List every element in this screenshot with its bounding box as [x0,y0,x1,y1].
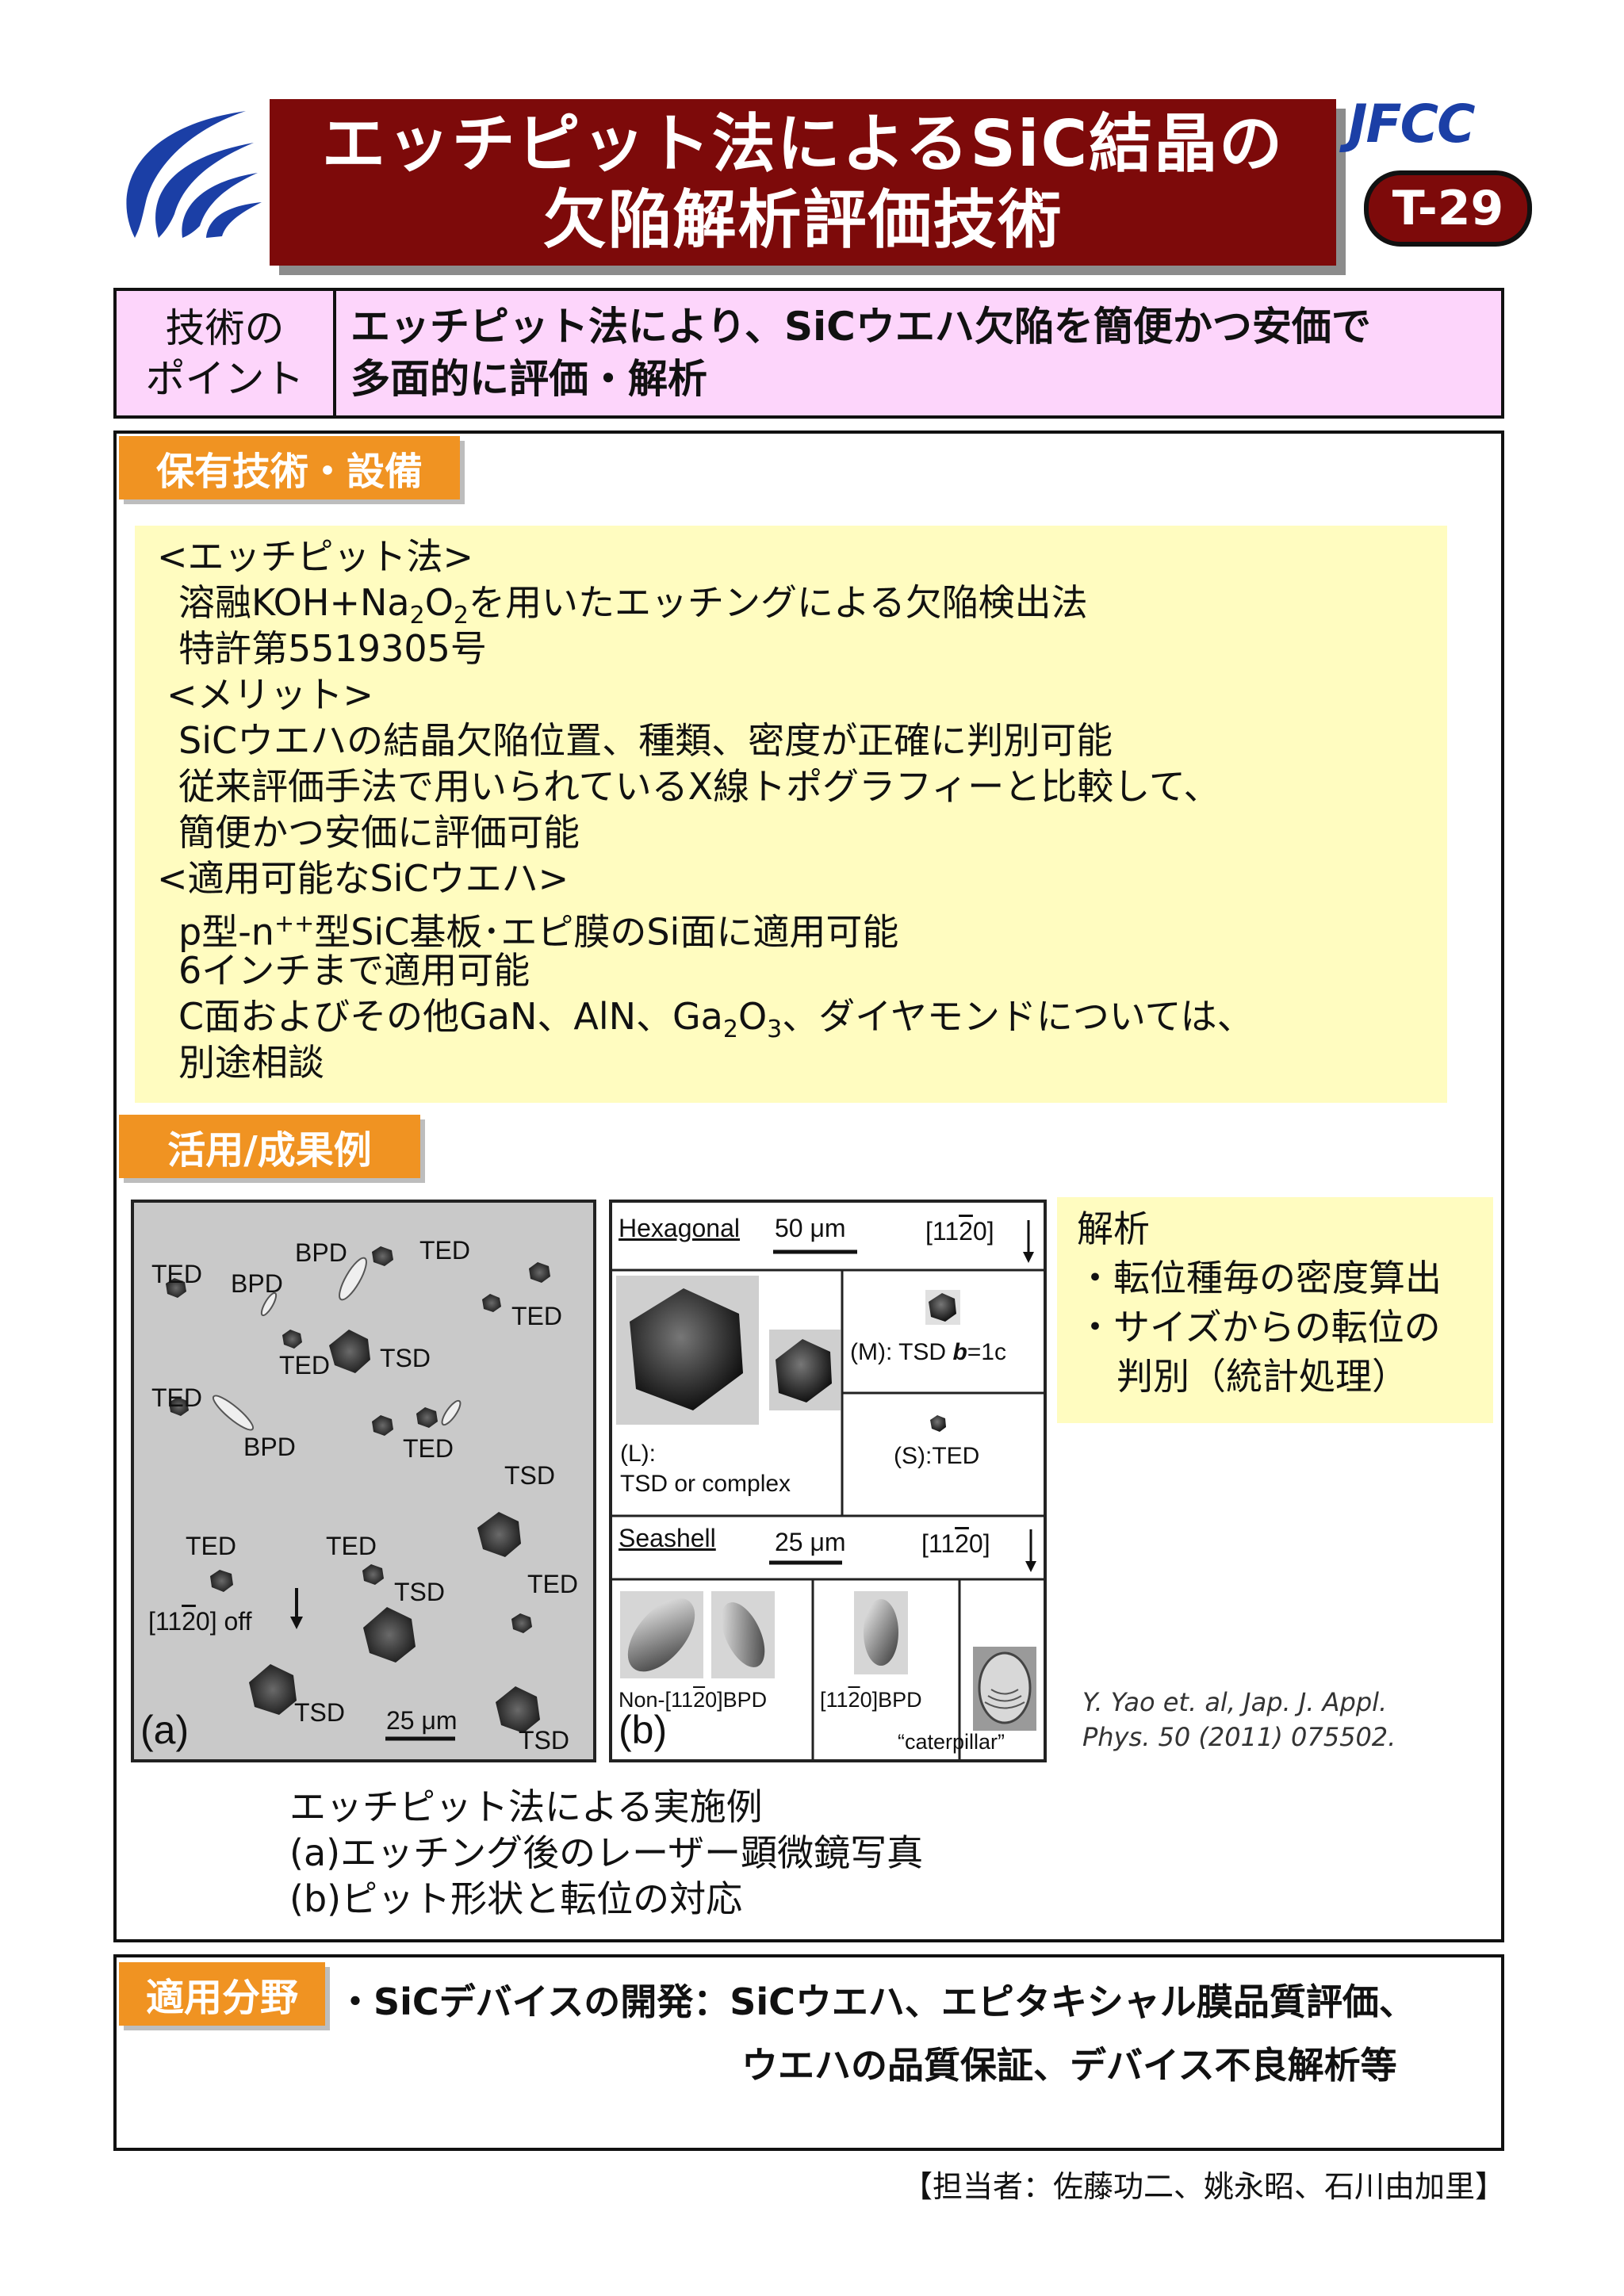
merit-heading: <メリット> [167,673,374,716]
tsd-label: TSD [394,1578,445,1606]
ted-label: TED [279,1351,330,1380]
l-pit-label-line2: TSD or complex [620,1471,791,1497]
ted-label: TED [419,1236,470,1265]
hex-direction-label: [1120] [925,1217,994,1246]
tech-point-text-line2: 多面的に評価・解析 [350,356,707,402]
figure-b-pit-classification: Hexagonal 50 μm [1120] (M): TSD b=1c (L)… [609,1200,1047,1762]
tsd-label: TSD [380,1344,431,1372]
wafer-line3: C面およびその他GaN、AlN、Ga2O3、ダイヤモンドについては、 [178,995,1254,1044]
hexagonal-label: Hexagonal [619,1214,740,1242]
merit-line3: 簡便かつ安価に評価可能 [178,811,580,854]
tech-point-label-line1: 技術の [165,304,285,351]
tech-description-box: <エッチピット法> 溶融KOH+Na2O2を用いたエッチングによる欠陥検出法 特… [135,526,1447,1103]
section-tag-results: 活用/成果例 [119,1115,420,1178]
section-tag-tech: 保有技術・設備 [119,436,460,499]
field-line1: ・SiCデバイスの開発：SiCウエハ、エピタキシャル膜品質評価、 [337,1980,1415,2023]
bpd-label: BPD [295,1238,347,1267]
pit-shape-diagram [612,1220,1044,1759]
analysis-item1: ・転位種毎の密度算出 [1077,1257,1442,1299]
analysis-box: 解析 ・転位種毎の密度算出 ・サイズからの転位の 判別（統計処理） [1057,1197,1493,1423]
etch-method-line: 溶融KOH+Na2O2を用いたエッチングによる欠陥検出法 [178,581,1088,630]
m-pit-label: (M): TSD b=1c [850,1339,1006,1365]
field-line2: ウエハの品質保証、デバイス不良解析等 [741,2044,1397,2087]
citation-line1: Y. Yao et. al, Jap. J. Appl. [1082,1687,1388,1717]
sea-direction-label: [1120] [921,1529,990,1558]
sea-scale-label: 25 μm [775,1528,846,1556]
hex-scale-label: 50 μm [775,1214,846,1242]
bpd-type-label: [1120]BPD [820,1688,922,1712]
wafer-line4: 別途相談 [178,1041,324,1084]
section-tag-field: 適用分野 [119,1962,325,2026]
tsd-label: TSD [504,1461,555,1490]
ted-label: TED [403,1434,454,1463]
person-in-charge: 【担当者：佐藤功二、姚永昭、石川由加里】 [902,2169,1505,2204]
ted-label: TED [326,1532,377,1560]
ted-label: TED [527,1570,578,1598]
caption-line3: (b)ピット形状と転位の対応 [289,1877,743,1920]
merit-line1: SiCウエハの結晶欠陥位置、種類、密度が正確に判別可能 [178,719,1113,762]
ted-label: TED [151,1383,202,1412]
seashell-label: Seashell [619,1524,716,1552]
patent-number: 特許第5519305号 [178,627,487,670]
panel-label-a: (a) [140,1708,190,1752]
ted-label: TED [186,1532,236,1560]
wafer-heading: <適用可能なSiCウエハ> [157,857,569,900]
jfcc-logo-icon [126,111,262,238]
caption-line1: エッチピット法による実施例 [289,1785,763,1828]
analysis-item3: 判別（統計処理） [1116,1355,1408,1398]
bpd-label: BPD [243,1433,296,1461]
tech-point-label-line2: ポイント [145,355,304,402]
ted-label: TED [511,1302,562,1330]
main-section [113,430,1504,1942]
citation: Y. Yao et. al, Jap. J. Appl. Phys. 50 (2… [1082,1685,1455,1755]
analysis-heading: 解析 [1077,1207,1150,1250]
non-bpd-label: Non-[1120]BPD [619,1688,768,1712]
tsd-label: TSD [294,1698,345,1727]
etch-heading: <エッチピット法> [157,535,474,578]
direction-label: [1120] off [148,1607,252,1636]
etch-pit-photo [166,1246,550,1741]
merit-line2: 従来評価手法で用いられているX線トポグラフィーと比較して、 [178,765,1220,808]
tech-point-text-line1: エッチピット法により、SiCウエハ欠陥を簡便かつ安価で [350,304,1371,350]
ted-label: TED [151,1260,202,1288]
wafer-line2: 6インチまで適用可能 [178,949,530,992]
page-title-line1: エッチピット法によるSiC結晶の [321,107,1285,181]
code-badge: T-29 [1364,170,1532,247]
tech-point-row: 技術の ポイント エッチピット法により、SiCウエハ欠陥を簡便かつ安価で 多面的… [113,288,1504,419]
analysis-item2: ・サイズからの転位の [1077,1306,1441,1349]
s-pit-label: (S):TED [894,1443,980,1469]
title-banner: エッチピット法によるSiC結晶の 欠陥解析評価技術 [270,99,1336,266]
caption-line2: (a)エッチング後のレーザー顕微鏡写真 [289,1831,924,1874]
figure-a-micrograph: TED TED BPD BPD TED TED TSD TED BPD TED … [131,1200,596,1762]
application-field-box [113,1954,1504,2151]
org-name: JFCC [1348,94,1476,155]
wafer-line1: p型-n++型SiC基板･エピ膜のSi面に適用可能 [178,910,899,954]
panel-label-b: (b) [619,1708,668,1752]
bpd-label: BPD [231,1269,283,1298]
tsd-label: TSD [519,1726,569,1755]
scale-label: 25 μm [386,1706,458,1735]
tech-point-text: エッチピット法により、SiCウエハ欠陥を簡便かつ安価で 多面的に評価・解析 [336,291,1501,415]
l-pit-label-line1: (L): [620,1441,656,1467]
citation-line2: Phys. 50 (2011) 075502. [1082,1722,1396,1752]
tech-point-label: 技術の ポイント [117,291,336,415]
caterpillar-label: “caterpillar” [898,1730,1005,1754]
page-title-line2: 欠陥解析評価技術 [542,183,1063,257]
